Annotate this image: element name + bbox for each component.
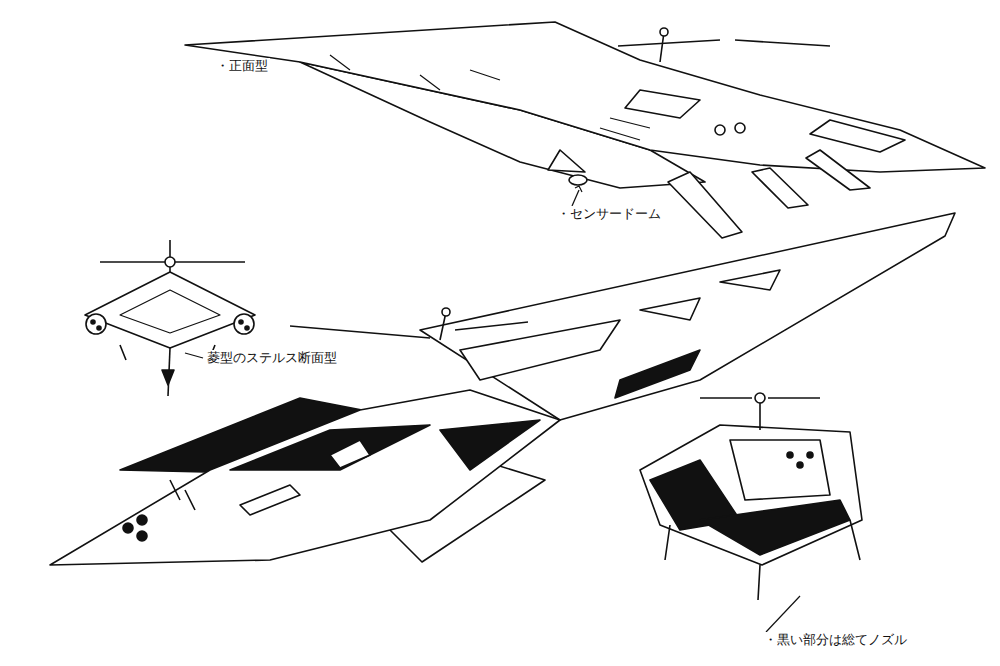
leader-lines [185,186,800,632]
ship-perspective-view [50,213,955,565]
rear-view [640,393,862,600]
annotation-label: ・正面型 [214,58,270,74]
annotation-label: 菱型のステルス断面型 [205,350,339,366]
front-view [85,240,255,396]
annotation-label: ・黒い部分は総てノズル [762,632,909,648]
ship-side-view [185,22,985,238]
annotation-label: ・センサードーム [555,206,663,222]
